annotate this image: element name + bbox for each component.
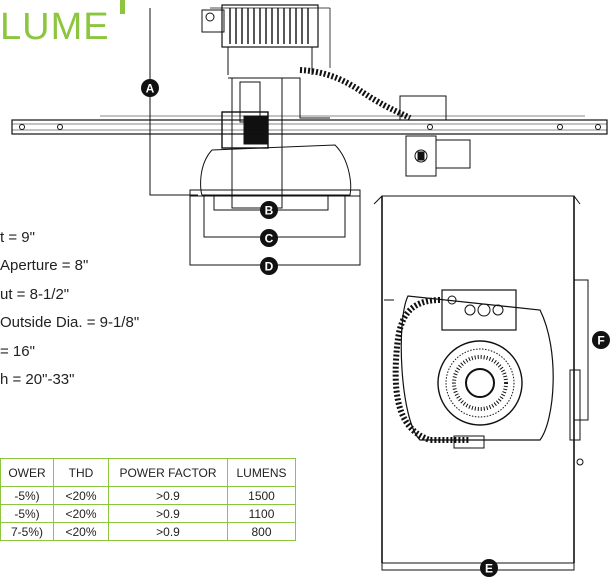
spec-line-3: ut = 8-1/2"	[0, 286, 70, 303]
cell-thd: <20%	[53, 522, 109, 541]
lumen-spec-table: OWER THD POWER FACTOR LUMENS -5%) <20% >…	[0, 458, 296, 541]
callout-badge-b: B	[260, 201, 278, 219]
mounting-bar	[11, 119, 608, 135]
badge-e-label: E	[485, 562, 493, 576]
badge-b-label: B	[265, 204, 274, 218]
cell-power-factor: >0.9	[108, 486, 228, 505]
brand-logo: LUME	[0, 6, 110, 48]
cell-thd: <20%	[53, 504, 109, 523]
header-power-factor: POWER FACTOR	[108, 458, 228, 487]
cell-lumens: 1500	[227, 486, 296, 505]
header-power: OWER	[0, 458, 54, 487]
cell-power-factor: >0.9	[108, 522, 228, 541]
badge-c-label: C	[265, 232, 274, 246]
dimension-line-a	[149, 18, 198, 196]
badge-f-label: F	[597, 334, 604, 348]
logo-accent-bar	[120, 0, 125, 14]
spec-line-2: Aperture = 8"	[0, 257, 89, 274]
cell-power: -5%)	[0, 504, 54, 523]
spec-line-1: t = 9"	[0, 229, 35, 246]
table-header-row: OWER THD POWER FACTOR LUMENS	[0, 458, 296, 487]
callout-badge-c: C	[260, 229, 278, 247]
table-row: -5%) <20% >0.9 1100	[0, 504, 296, 523]
callout-badge-d: D	[260, 257, 278, 275]
header-thd: THD	[53, 458, 109, 487]
cell-thd: <20%	[53, 486, 109, 505]
badge-a-label: A	[146, 82, 155, 96]
dimension-line-f	[574, 279, 589, 421]
cell-lumens: 1100	[227, 504, 296, 523]
table-row: 7-5%) <20% >0.9 800	[0, 522, 296, 541]
callout-badge-e: E	[480, 559, 498, 577]
callout-badge-a: A	[141, 79, 159, 97]
dimension-line-e	[381, 563, 575, 571]
cell-lumens: 800	[227, 522, 296, 541]
cell-power: 7-5%)	[0, 522, 54, 541]
badge-d-label: D	[265, 260, 274, 274]
spec-line-4: Outside Dia. = 9-1/8"	[0, 314, 140, 331]
cell-power-factor: >0.9	[108, 504, 228, 523]
table-row: -5%) <20% >0.9 1500	[0, 486, 296, 505]
header-lumens: LUMENS	[227, 458, 296, 487]
spec-line-5: = 16"	[0, 343, 35, 360]
spec-line-6: h = 20"-33"	[0, 371, 75, 388]
cell-power: -5%)	[0, 486, 54, 505]
driver-housing	[221, 4, 319, 48]
callout-badge-f: F	[592, 331, 610, 349]
